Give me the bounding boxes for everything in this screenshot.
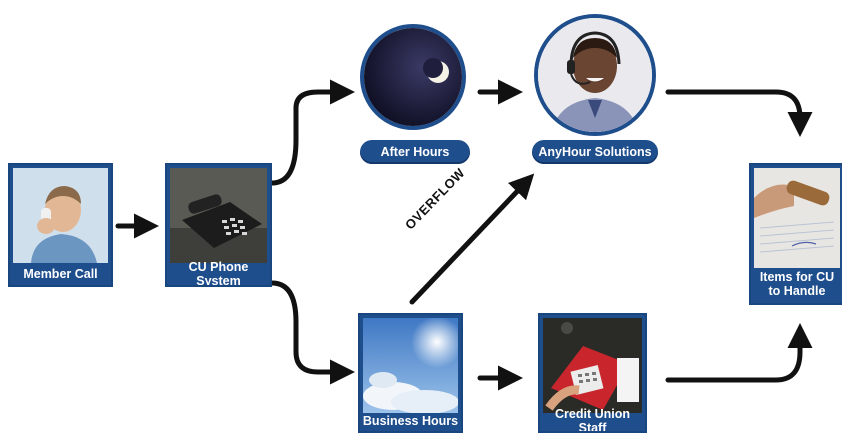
arrow-overflow bbox=[409, 173, 535, 305]
desk-phone-photo bbox=[170, 168, 267, 263]
business-hours-node: Business Hours bbox=[358, 313, 463, 433]
phone-system-node: CU Phone System bbox=[165, 163, 272, 287]
after-hours-label: After Hours bbox=[360, 140, 470, 164]
items-label: Items for CU to Handle bbox=[759, 270, 835, 298]
member-call-node: Member Call bbox=[8, 163, 113, 287]
anyhour-label: AnyHour Solutions bbox=[532, 140, 658, 164]
staff-desk-photo bbox=[543, 318, 642, 413]
credit-union-staff-node: Credit Union Staff bbox=[538, 313, 647, 433]
member-call-label: Member Call bbox=[23, 267, 98, 281]
arrow-anyhour-to-items bbox=[665, 89, 813, 137]
staff-label: Credit Union Staff bbox=[555, 407, 630, 433]
business-hours-label: Business Hours bbox=[362, 414, 459, 428]
after-hours-image bbox=[360, 24, 466, 130]
items-node: Items for CU to Handle bbox=[749, 163, 842, 305]
sunny-sky-photo bbox=[363, 318, 458, 413]
agent-headset-photo bbox=[538, 18, 652, 132]
arrow-phone-to-afterhours bbox=[269, 79, 355, 186]
caller-photo bbox=[13, 168, 108, 263]
signing-document-photo bbox=[754, 168, 840, 268]
phone-system-label: CU Phone System bbox=[188, 260, 249, 287]
arrow-phone-to-business bbox=[269, 280, 355, 385]
arrow-staff-to-items bbox=[665, 323, 813, 383]
moon-icon bbox=[364, 28, 462, 126]
anyhour-image bbox=[534, 14, 656, 136]
